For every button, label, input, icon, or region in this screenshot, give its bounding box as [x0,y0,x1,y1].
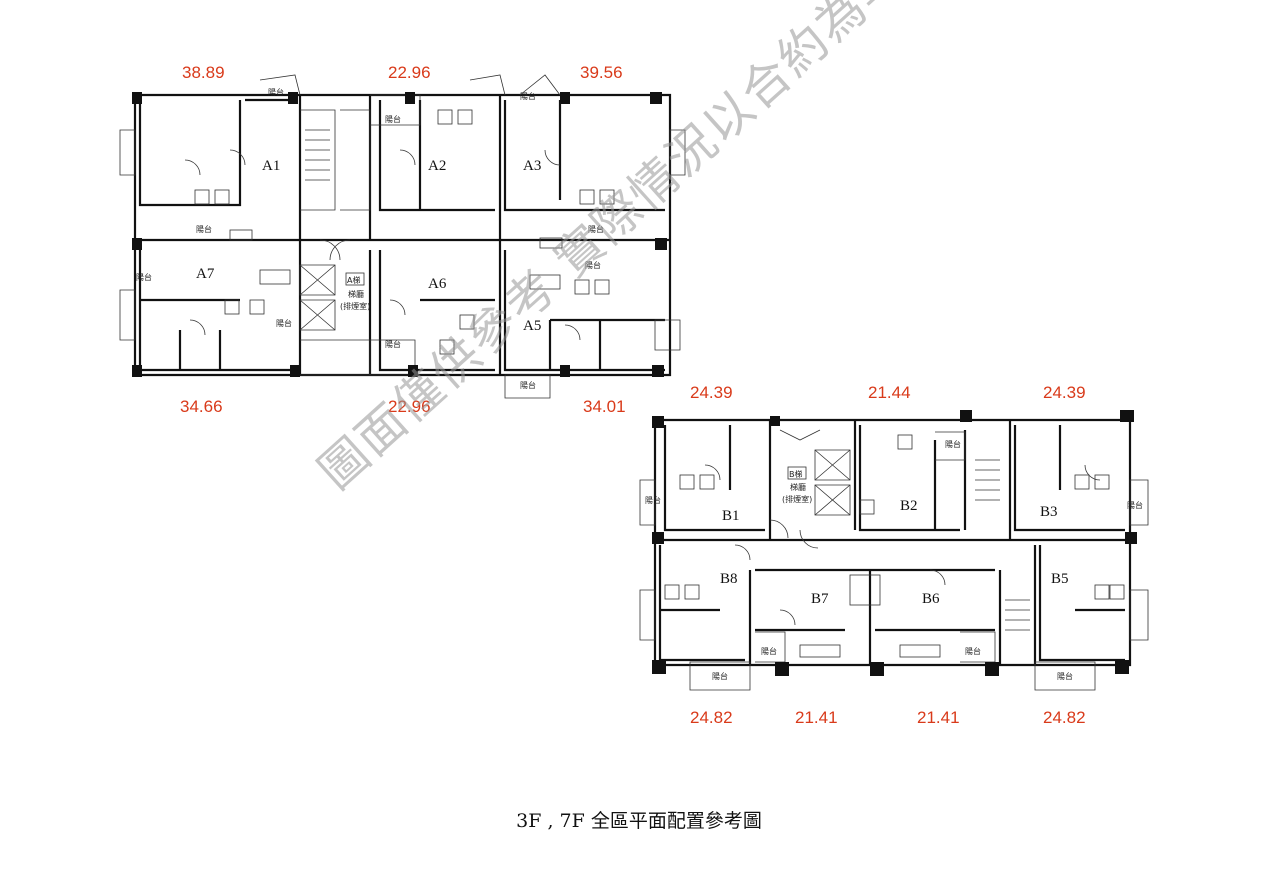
diagram-caption: 3F , 7F 全區平面配置參考圖 [516,810,762,832]
core-b-sub1: 梯廳 [790,482,806,492]
area-a3: 39.56 [580,63,623,82]
area-b1: 24.39 [690,383,733,402]
unit-b5: B5 [1051,571,1069,587]
unit-a3: A3 [523,158,541,174]
unit-a1: A1 [262,158,280,174]
balcony-label: 陽台 [1127,500,1143,510]
area-a7: 34.66 [180,397,223,416]
balcony-label: 陽台 [588,224,604,234]
unit-a2: A2 [428,158,446,174]
balcony-label: 陽台 [136,272,152,282]
area-b8: 24.82 [690,708,733,727]
balcony-label: 陽台 [965,646,981,656]
balcony-label: 陽台 [945,439,961,449]
building-b [639,410,1149,691]
area-b6: 21.41 [917,708,960,727]
core-a-sub1: 梯廳 [348,289,364,299]
balcony-label: 陽台 [712,671,728,681]
unit-b8: B8 [720,571,738,587]
unit-a5: A5 [523,318,541,334]
unit-a6: A6 [428,276,447,292]
core-a-label: A梯 [347,275,360,285]
balcony-label: 陽台 [585,260,601,270]
core-b-label: B梯 [789,469,803,479]
unit-b6: B6 [922,591,940,607]
balcony-label: 陽台 [385,339,401,349]
area-b2: 21.44 [868,383,911,402]
balcony-label: 陽台 [1057,671,1073,681]
balcony-label: 陽台 [276,318,292,328]
balcony-label: 陽台 [268,87,284,97]
area-b3: 24.39 [1043,383,1086,402]
area-b7: 21.41 [795,708,838,727]
unit-b2: B2 [900,498,918,514]
unit-b1: B1 [722,508,740,524]
balcony-label: 陽台 [196,224,212,234]
balcony-label: 陽台 [520,91,536,101]
area-a5: 34.01 [583,397,626,416]
area-a2: 22.96 [388,63,431,82]
balcony-label: 陽台 [645,495,661,505]
unit-b3: B3 [1040,504,1058,520]
area-b5: 24.82 [1043,708,1086,727]
area-a6: 22.96 [388,397,431,416]
balcony-label: 陽台 [520,380,536,390]
core-a-sub2: (排煙室) [340,301,370,311]
balcony-label: 陽台 [761,646,777,656]
unit-b7: B7 [811,591,829,607]
building-a [119,74,686,399]
area-a1: 38.89 [182,63,225,82]
unit-a7: A7 [196,266,215,282]
core-b-sub2: (排煙室) [782,494,812,504]
balcony-label: 陽台 [385,114,401,124]
